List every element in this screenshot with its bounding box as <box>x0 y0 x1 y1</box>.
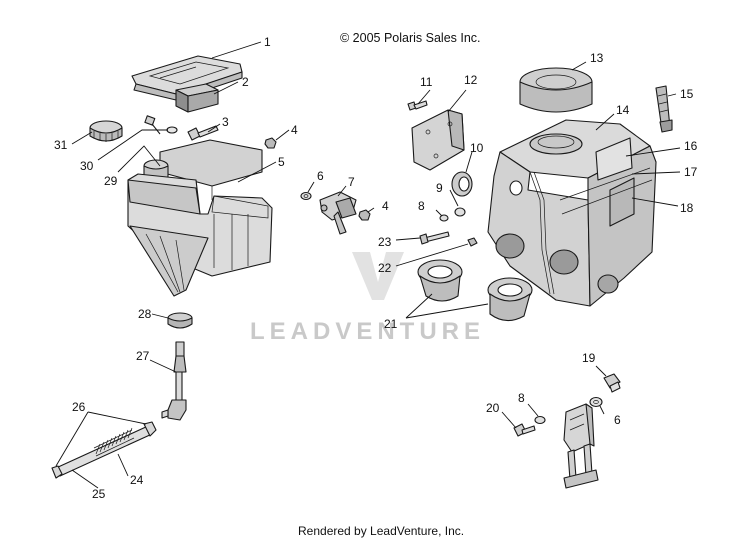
nut-part-4-center[interactable] <box>358 209 371 221</box>
callout-4b: 4 <box>382 199 389 213</box>
callout-7: 7 <box>348 175 355 189</box>
callout-15: 15 <box>680 87 694 101</box>
washer-part-6-right[interactable] <box>589 396 603 408</box>
watermark-logo <box>352 252 404 300</box>
tank-cover-part[interactable] <box>131 55 243 101</box>
leader-lines <box>55 41 681 489</box>
callout-24: 24 <box>130 473 144 487</box>
washer-part-9[interactable] <box>454 207 466 217</box>
washer-part-8-lower[interactable] <box>534 415 546 425</box>
callout-21: 21 <box>384 317 398 331</box>
callout-14: 14 <box>616 103 630 117</box>
callout-9: 9 <box>436 181 443 195</box>
callout-17: 17 <box>684 165 698 179</box>
watermark-text: LEADVENTURE <box>250 318 486 345</box>
callout-23: 23 <box>378 235 392 249</box>
callout-10: 10 <box>470 141 484 155</box>
valve-part-7[interactable] <box>319 191 357 235</box>
callout-11: 11 <box>420 75 433 89</box>
boot-part-21-right[interactable] <box>487 277 533 322</box>
callout-29: 29 <box>104 174 118 188</box>
callout-18: 18 <box>680 201 694 215</box>
bolt-part-30[interactable] <box>144 115 178 135</box>
foam-block-part[interactable] <box>175 83 219 113</box>
clip-part-15[interactable] <box>655 85 673 133</box>
bolt-part-20[interactable] <box>513 423 536 437</box>
footer-credit: Rendered by LeadVenture, Inc. <box>298 524 465 538</box>
module-part-12[interactable] <box>411 109 465 171</box>
washer-part-6-left[interactable] <box>300 191 312 201</box>
washer-part-8-upper[interactable] <box>439 214 449 222</box>
airbox-housing-part[interactable] <box>487 119 657 307</box>
screw-part-22[interactable] <box>467 237 478 247</box>
boot-part-21-left[interactable] <box>417 259 463 302</box>
callout-26: 26 <box>72 400 86 414</box>
callout-16: 16 <box>684 139 698 153</box>
callout-19: 19 <box>582 351 596 365</box>
pickup-part-27[interactable] <box>161 341 187 421</box>
bracket-assembly-part[interactable] <box>563 403 599 489</box>
filler-cap-part[interactable] <box>89 120 123 142</box>
bolt-part-23[interactable] <box>419 231 450 245</box>
callout-12: 12 <box>464 73 478 87</box>
callout-13: 13 <box>590 51 604 65</box>
callout-25: 25 <box>92 487 106 501</box>
callout-5: 5 <box>278 155 285 169</box>
callout-22: 22 <box>378 261 392 275</box>
callout-27: 27 <box>136 349 150 363</box>
copyright-notice: © 2005 Polaris Sales Inc. <box>340 31 481 45</box>
callout-6a: 6 <box>317 169 324 183</box>
callout-6b: 6 <box>614 413 621 427</box>
nut-part-4-left[interactable] <box>264 137 277 149</box>
foam-ring-part-13[interactable] <box>519 67 593 113</box>
callout-2: 2 <box>242 75 249 89</box>
callout-3: 3 <box>222 115 229 129</box>
callouts: 1 2 3 4 5 31 30 29 6 7 4 28 27 26 25 24 … <box>54 35 698 501</box>
callout-28: 28 <box>138 307 152 321</box>
callout-8b: 8 <box>518 391 525 405</box>
callout-30: 30 <box>80 159 94 173</box>
bolt-part-11[interactable] <box>407 100 428 111</box>
callout-31: 31 <box>54 138 68 152</box>
bolt-part-19[interactable] <box>603 373 621 393</box>
grommet-part-28[interactable] <box>167 312 193 329</box>
callout-20: 20 <box>486 401 500 415</box>
hose-part-24[interactable] <box>51 421 157 479</box>
seal-part-10[interactable] <box>451 171 473 197</box>
oil-tank-part[interactable] <box>127 139 273 297</box>
callout-4a: 4 <box>291 123 298 137</box>
callout-1: 1 <box>264 35 271 49</box>
callout-8a: 8 <box>418 199 425 213</box>
